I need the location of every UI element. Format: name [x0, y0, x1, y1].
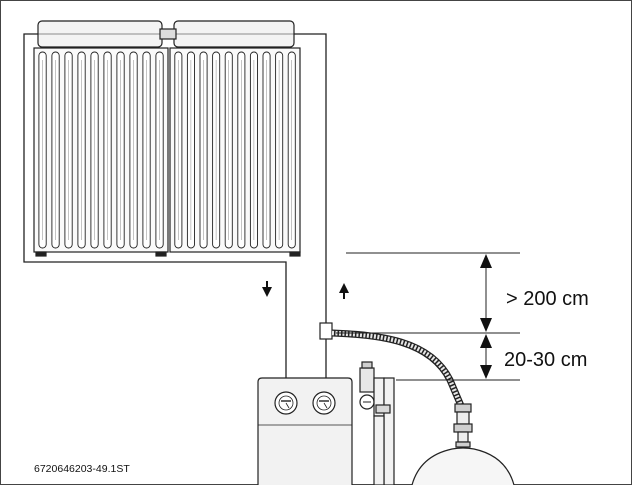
panel-foot — [289, 251, 301, 257]
upper-dimension-label: > 200 cm — [506, 288, 589, 310]
arrowhead-icon — [480, 365, 492, 379]
header-coupling — [159, 28, 177, 40]
vessel-connection-fitting — [453, 403, 473, 448]
dimension-lines — [336, 252, 520, 381]
panel-foot — [35, 251, 47, 257]
document-code: 6720646203-49.1ST — [34, 463, 130, 475]
collector-panel-right — [169, 47, 301, 253]
arrowhead-icon — [480, 254, 492, 268]
collector-header-left — [37, 20, 163, 48]
lower-dimension-label: 20-30 cm — [504, 349, 587, 371]
return-pipe — [23, 33, 287, 380]
tee-fitting — [319, 322, 333, 340]
arrow-down-icon — [262, 287, 272, 297]
vessel-dome — [411, 447, 515, 485]
flexible-hose — [331, 329, 466, 410]
pump-station-housing — [257, 377, 353, 485]
arrowhead-icon — [480, 334, 492, 348]
expansion-vessel — [411, 403, 515, 485]
solar-collector-array — [33, 20, 301, 257]
flow-direction-arrows — [262, 281, 349, 299]
collector-header-right — [173, 20, 295, 48]
pipework — [23, 33, 333, 380]
gauge-icon — [274, 391, 298, 415]
arrow-up-icon — [339, 283, 349, 293]
pump-station — [257, 361, 395, 485]
gauge-icon — [312, 391, 336, 415]
arrowhead-icon — [480, 318, 492, 332]
panel-foot — [155, 251, 167, 257]
collector-panel-left — [33, 47, 169, 253]
safety-valve-assembly — [359, 361, 395, 485]
flow-pipe — [294, 33, 327, 380]
dimension-arrowheads — [480, 254, 492, 379]
